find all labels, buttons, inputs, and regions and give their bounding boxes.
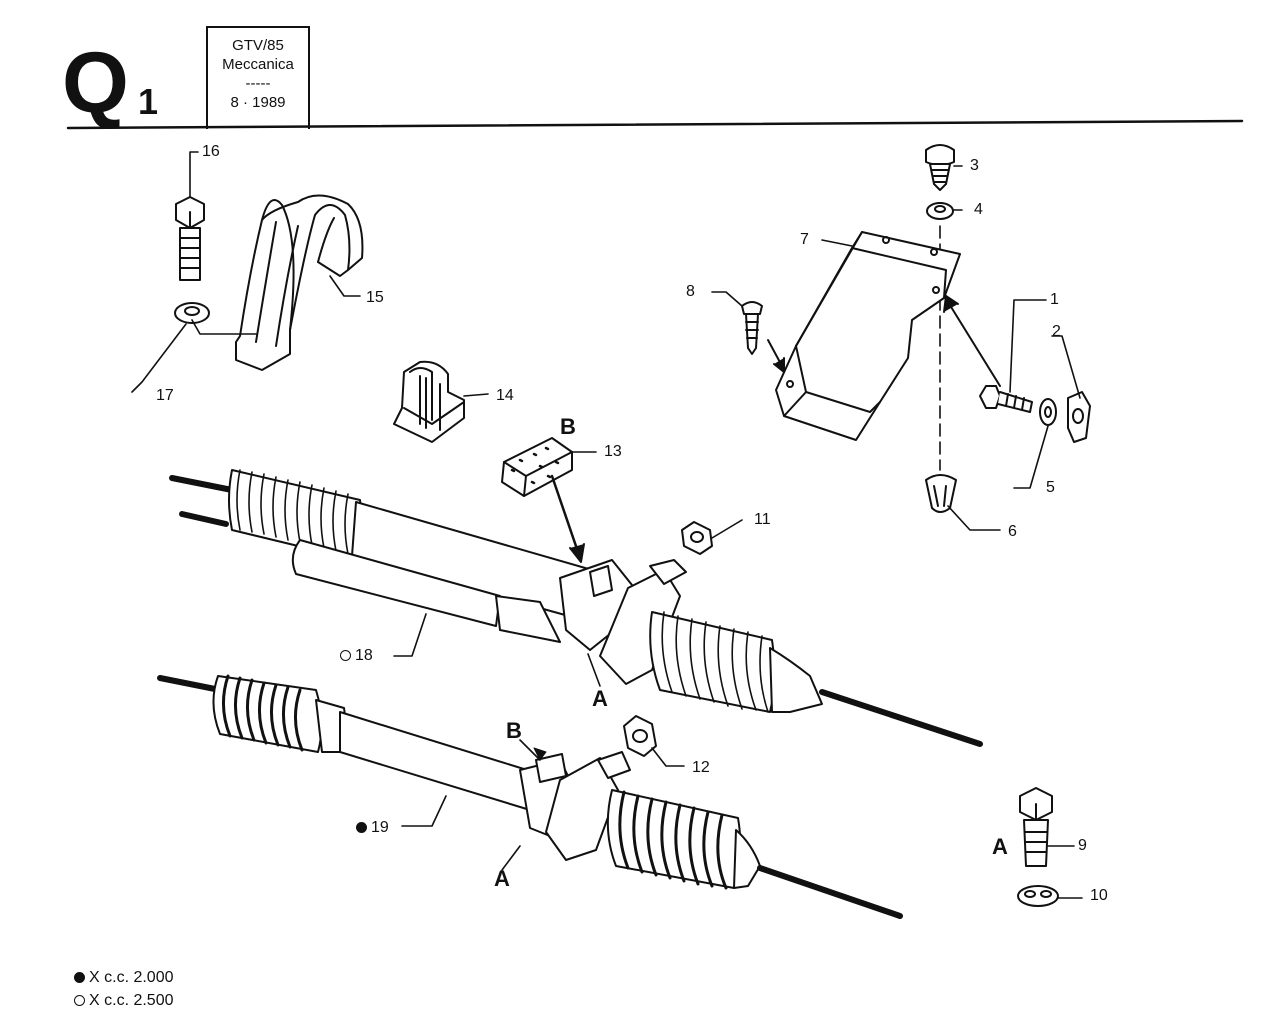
ref-letter-b-upper: B: [560, 414, 576, 439]
bolt-3-drawing: [925, 144, 955, 191]
callout-7: 7: [800, 231, 809, 248]
legend-text-2500: X c.c. 2.500: [89, 992, 174, 1009]
open-dot-icon: [74, 995, 85, 1006]
callout-12: 12: [692, 759, 710, 776]
callout-13: 13: [604, 443, 622, 460]
date-text: 8 · 1989: [230, 94, 286, 111]
callout-1: 1: [1050, 291, 1059, 308]
callout-5: 5: [1046, 479, 1055, 496]
clip-6-drawing: [925, 474, 957, 513]
callout-14: 14: [496, 387, 514, 404]
callout-19: 19: [356, 820, 389, 836]
pad-13-drawing: [501, 437, 585, 563]
ref-letter-b-lower: B: [506, 718, 522, 743]
callout-10: 10: [1090, 887, 1108, 904]
callout-18: 18: [340, 648, 373, 664]
filled-dot-icon: [74, 972, 85, 983]
legend-item-2500: X c.c. 2.500: [74, 989, 174, 1012]
washer-10-drawing: [1017, 885, 1059, 907]
callout-6: 6: [1008, 523, 1017, 540]
ref-letter-a-bolt: A: [992, 834, 1008, 859]
callout-16: 16: [202, 143, 220, 160]
bolt-1-drawing: [943, 295, 1033, 413]
category-text: Meccanica: [222, 56, 294, 73]
bolt-16-drawing: [175, 196, 205, 281]
model-text: GTV/85: [232, 37, 284, 54]
washer-17-drawing: [174, 302, 210, 324]
callout-9: 9: [1078, 837, 1087, 854]
steering-rack-18-drawing: [169, 469, 983, 747]
section-number: 1: [138, 81, 159, 122]
callout-11: 11: [754, 511, 771, 528]
callout-8: 8: [686, 283, 695, 300]
bolt-9-drawing: [1019, 787, 1053, 867]
legend-item-2000: X c.c. 2.000: [74, 966, 174, 989]
screw-8-drawing: [741, 301, 785, 373]
ref-letter-a-upper: A: [592, 686, 608, 711]
washer-5-drawing: [1039, 398, 1057, 426]
callout-2: 2: [1052, 323, 1061, 340]
callout-19-number: 19: [371, 819, 389, 836]
heat-shield-7-drawing: [775, 231, 961, 441]
washer-4-drawing: [926, 202, 954, 220]
callout-18-number: 18: [355, 647, 373, 664]
callout-4: 4: [974, 201, 983, 218]
ref-letter-a-lower: A: [494, 866, 510, 891]
callout-15: 15: [366, 289, 384, 306]
info-box: GTV/85 Meccanica ----- 8 · 1989: [206, 26, 310, 129]
nut-2-drawing: [1067, 391, 1091, 443]
legend: X c.c. 2.000 X c.c. 2.500: [74, 966, 174, 1012]
filled-dot-icon: [356, 822, 367, 833]
header-rule: [66, 119, 1244, 130]
nut-11-drawing: [681, 521, 713, 555]
nut-12-drawing: [623, 715, 657, 757]
callout-3: 3: [970, 157, 979, 174]
bracket-15-drawing: [235, 194, 364, 371]
callout-17: 17: [156, 387, 174, 404]
section-letter: Q: [62, 35, 129, 131]
open-dot-icon: [340, 650, 351, 661]
leader-lines: [131, 151, 1083, 899]
separator-text: -----: [245, 75, 271, 92]
steering-rack-19-drawing: [157, 674, 903, 919]
legend-text-2000: X c.c. 2.000: [89, 969, 174, 986]
rubber-mount-14-drawing: [393, 360, 465, 443]
